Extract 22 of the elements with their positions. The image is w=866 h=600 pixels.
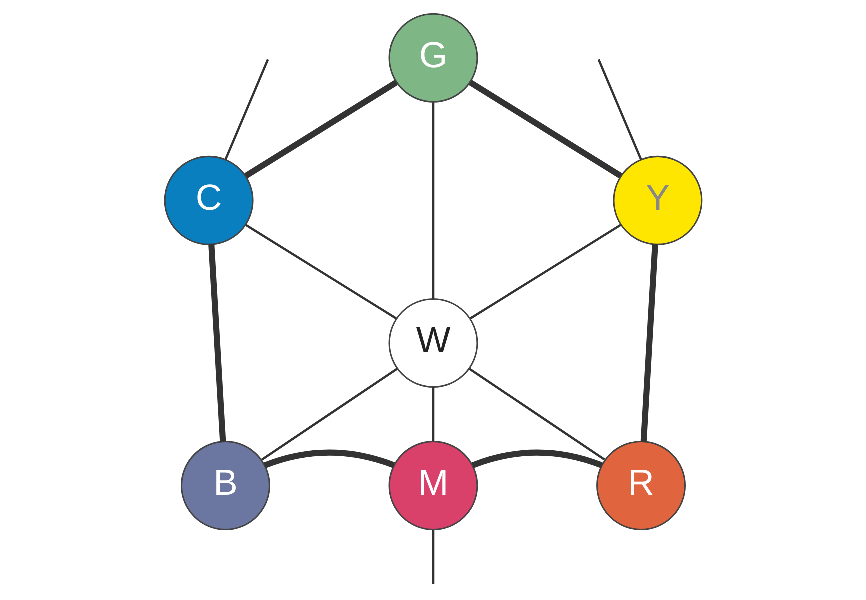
connector	[470, 224, 621, 320]
connector	[640, 244, 658, 442]
connector	[245, 224, 396, 320]
node-circle: G	[388, 13, 478, 103]
node-circle: B	[180, 441, 270, 531]
connector	[224, 59, 269, 160]
connector	[471, 450, 602, 468]
connector	[264, 450, 395, 468]
connector	[432, 530, 434, 584]
connector	[597, 59, 642, 160]
node-circle: W	[388, 298, 478, 388]
node-circle: Y	[612, 156, 702, 246]
connector	[468, 80, 622, 179]
node-circle: C	[164, 156, 254, 246]
connector	[432, 387, 434, 442]
connector	[261, 368, 398, 461]
node-circle: M	[388, 441, 478, 531]
node-circle: R	[596, 441, 686, 531]
connector	[468, 368, 605, 461]
connector	[432, 102, 434, 299]
connector	[208, 244, 226, 442]
connector	[244, 80, 398, 179]
